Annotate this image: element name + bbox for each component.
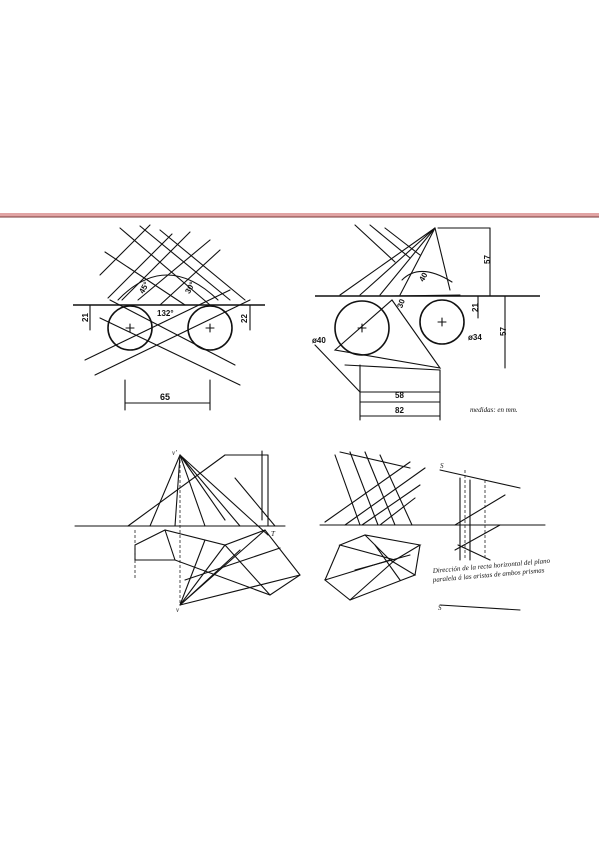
dim-57-label-right: 57 <box>499 327 508 336</box>
dim-d34-label: ø34 <box>468 333 482 342</box>
dim-58-label: 58 <box>395 391 404 400</box>
dim-21-label-right: 21 <box>471 303 480 312</box>
point-s-bottom: S <box>438 604 442 612</box>
point-v-prime: v' <box>172 449 177 457</box>
dim-57-top-label: 57 <box>483 255 492 264</box>
dim-132-label: 132° <box>157 309 174 318</box>
dim-30-label-right: 30 <box>395 297 407 309</box>
point-s-top: S <box>440 462 444 470</box>
point-v: v <box>176 606 180 614</box>
figure-bottom-left: v' T v <box>74 449 301 614</box>
circle-left <box>107 305 153 351</box>
dim-82-label: 82 <box>395 406 404 415</box>
top-edge-band <box>0 213 599 217</box>
units-note: medidas: en mm. <box>470 406 518 414</box>
lattice-lines-b <box>99 225 246 386</box>
circle-small <box>419 299 465 345</box>
dim-21-label: 21 <box>81 313 90 322</box>
figure-top-right: 57 21 57 40 30 ø40 ø34 58 82 medidas: en… <box>312 224 540 421</box>
dim-d40-label: ø40 <box>312 336 326 345</box>
dim-22-label: 22 <box>240 314 249 323</box>
figure-top-left: 21 22 45° 30° 132° 65 <box>73 224 265 411</box>
dim-65-label: 65 <box>160 392 170 402</box>
point-t: T <box>271 530 276 538</box>
lattice-lines-a <box>84 224 251 376</box>
circle-right <box>187 305 233 351</box>
figure-bottom-right: S S Dirección de la recta horizontal del… <box>319 451 551 612</box>
